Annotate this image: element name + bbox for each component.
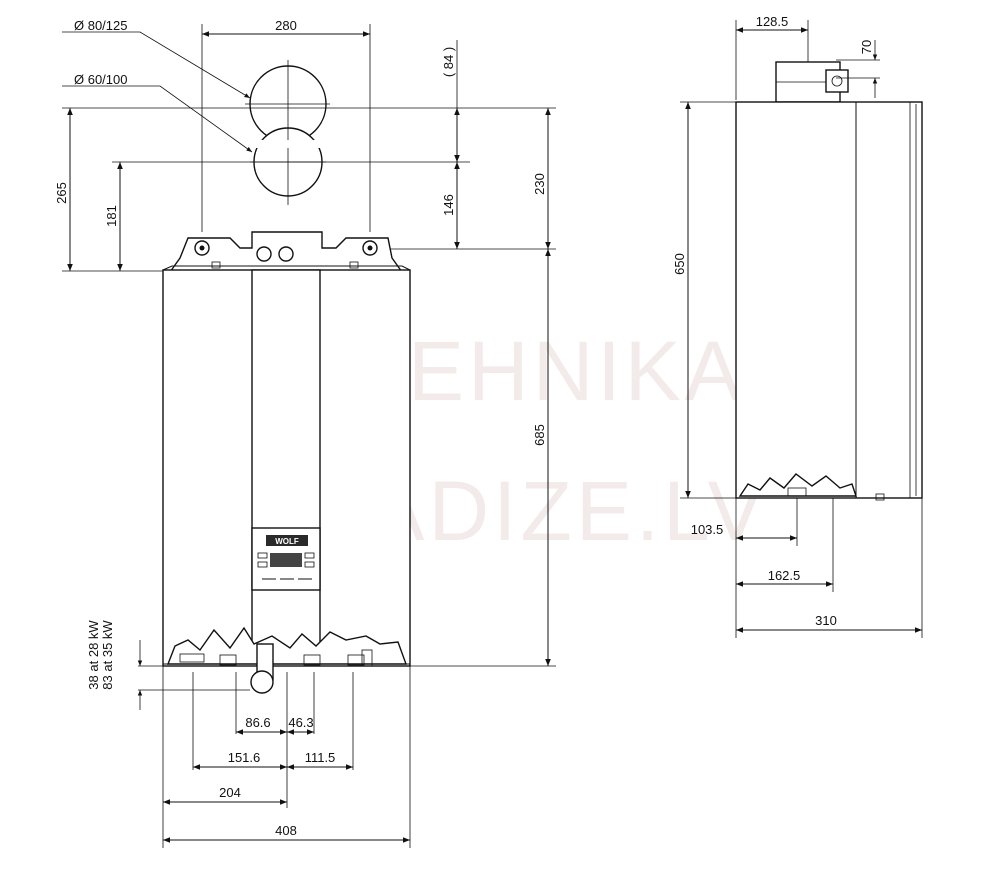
front-panel bbox=[251, 269, 321, 651]
dim-103: 103.5 bbox=[691, 522, 724, 537]
dim-685: 685 bbox=[532, 424, 547, 446]
dim-151: 151.6 bbox=[228, 750, 261, 765]
note-line1: 38 at 28 kW bbox=[86, 620, 101, 690]
condensate-drain-icon bbox=[250, 643, 274, 694]
dim-181: 181 bbox=[104, 205, 119, 227]
dim-650: 650 bbox=[672, 253, 687, 275]
front-view: Ø 80/125 Ø 60/100 280 ( 84 ) 146 230 685… bbox=[54, 18, 556, 848]
dim-230: 230 bbox=[532, 173, 547, 195]
note-line2: 83 at 35 kW bbox=[100, 620, 115, 690]
side-flue-connection bbox=[775, 59, 880, 103]
dim-46: 46.3 bbox=[288, 715, 313, 730]
brand-logo bbox=[266, 535, 308, 546]
dim-84: ( 84 ) bbox=[441, 47, 456, 77]
dim-162: 162.5 bbox=[768, 568, 801, 583]
dim-111: 111.5 bbox=[305, 750, 336, 765]
dim-146: 146 bbox=[441, 194, 456, 216]
leader-d80 bbox=[62, 31, 251, 99]
side-view: 128.5 70 650 103.5 162.5 bbox=[672, 14, 923, 638]
dim-128: 128.5 bbox=[756, 14, 789, 29]
dim-310: 310 bbox=[815, 613, 837, 628]
mounting-bracket bbox=[168, 231, 404, 273]
display-icon bbox=[270, 553, 302, 567]
label-d80: Ø 80/125 bbox=[74, 18, 128, 33]
dim-265: 265 bbox=[54, 182, 69, 204]
label-d60: Ø 60/100 bbox=[74, 72, 128, 87]
dim-86: 86.6 bbox=[245, 715, 270, 730]
dim-70: 70 bbox=[859, 40, 874, 54]
leader-d60 bbox=[62, 85, 253, 153]
dim-408: 408 bbox=[275, 823, 297, 838]
brand-logo-text: WOLF bbox=[275, 537, 299, 546]
boiler-side-casing bbox=[735, 101, 923, 501]
boiler-front-casing: WOLF bbox=[162, 265, 411, 667]
flue-outlet-icon bbox=[245, 60, 330, 205]
dim-280: 280 bbox=[275, 18, 297, 33]
dim-204: 204 bbox=[219, 785, 241, 800]
